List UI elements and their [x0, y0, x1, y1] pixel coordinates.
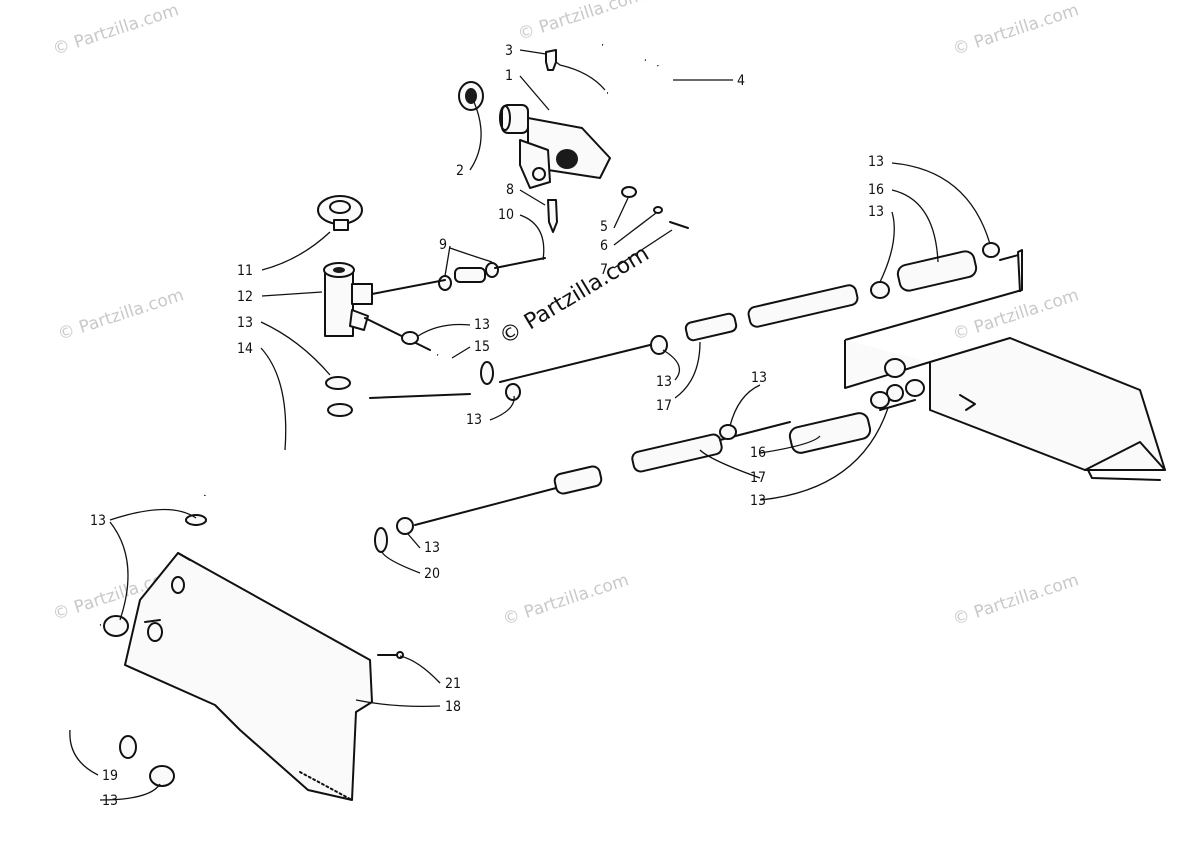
callout-13-k: 13: [102, 793, 118, 809]
part-17-lower-tubes: [414, 421, 791, 526]
part-10-hose: [454, 257, 546, 283]
part-20-hose: [240, 403, 388, 574]
part-15-hose: [364, 317, 494, 385]
callout-4: 4: [737, 73, 745, 89]
callout-13-d: 13: [656, 374, 672, 390]
part-9-clamps: [438, 262, 499, 291]
watermark-mid-left: © Partzilla.com: [55, 285, 186, 345]
callout-13-b: 13: [474, 317, 490, 333]
part-4-bent-hose: [602, 42, 667, 103]
part-16-upper-hose: [896, 250, 1023, 292]
callout-7: 7: [600, 262, 608, 278]
callout-labels: 3 1 4 2 8 10 9 5 6 7 11 12 13 14 13 15 1…: [90, 43, 884, 809]
heat-exchanger: [844, 249, 1166, 481]
part-14-hose: [194, 387, 471, 499]
watermark-top-right: © Partzilla.com: [950, 0, 1081, 60]
callout-16-a: 16: [868, 182, 884, 198]
callout-15: 15: [474, 339, 490, 355]
callout-9: 9: [439, 237, 447, 253]
callout-12: 12: [237, 289, 253, 305]
part-7-screw: [669, 221, 689, 229]
callout-16-b: 16: [750, 445, 766, 461]
watermark-top-left: © Partzilla.com: [50, 0, 181, 60]
callout-17-a: 17: [656, 398, 672, 414]
callout-14: 14: [237, 341, 253, 357]
part-2-ring: [458, 81, 484, 111]
callout-3: 3: [505, 43, 513, 59]
callout-10: 10: [498, 207, 514, 223]
watermark-mid-right: © Partzilla.com: [950, 285, 1081, 345]
part-3-nipple: [545, 49, 557, 71]
callout-20: 20: [424, 566, 440, 582]
callout-17-b: 17: [750, 470, 766, 486]
part-12-filler-neck: [323, 262, 446, 337]
callout-5: 5: [600, 219, 608, 235]
callout-13-f: 13: [868, 204, 884, 220]
callout-11: 11: [237, 263, 253, 279]
watermark-bottom-mid: © Partzilla.com: [500, 570, 631, 630]
callout-21: 21: [445, 676, 461, 692]
watermark-top-mid: © Partzilla.com: [515, 0, 646, 45]
watermarks: © Partzilla.com © Partzilla.com © Partzi…: [50, 0, 1081, 630]
callout-13-a: 13: [237, 315, 253, 331]
part-13-clamps: [103, 242, 1000, 787]
callout-19: 19: [102, 768, 118, 784]
watermark-bottom-right: © Partzilla.com: [950, 570, 1081, 630]
part-16-lower-hose: [788, 399, 916, 454]
callout-8: 8: [506, 182, 514, 198]
part-21-screw: [377, 651, 404, 659]
callout-2: 2: [456, 163, 464, 179]
callout-18: 18: [445, 699, 461, 715]
part-5-washer: [621, 186, 637, 198]
callout-13-g: 13: [751, 370, 767, 386]
part-11-radiator-cap: [317, 195, 363, 231]
part-6-nut: [653, 206, 663, 214]
part-19-hose: [16, 614, 137, 759]
callout-13-h: 13: [750, 493, 766, 509]
callout-6: 6: [600, 238, 608, 254]
part-8-fitting: [547, 199, 558, 233]
callout-1: 1: [505, 68, 513, 84]
callout-13-c: 13: [466, 412, 482, 428]
callout-13-i: 13: [424, 540, 440, 556]
part-17-upper-tubes: [499, 284, 859, 383]
part-18-radiator: [124, 552, 373, 801]
part-1-housing: [499, 104, 611, 189]
leader-lines: [69, 49, 991, 801]
callout-13-j: 13: [90, 513, 106, 529]
callout-13-e: 13: [868, 154, 884, 170]
